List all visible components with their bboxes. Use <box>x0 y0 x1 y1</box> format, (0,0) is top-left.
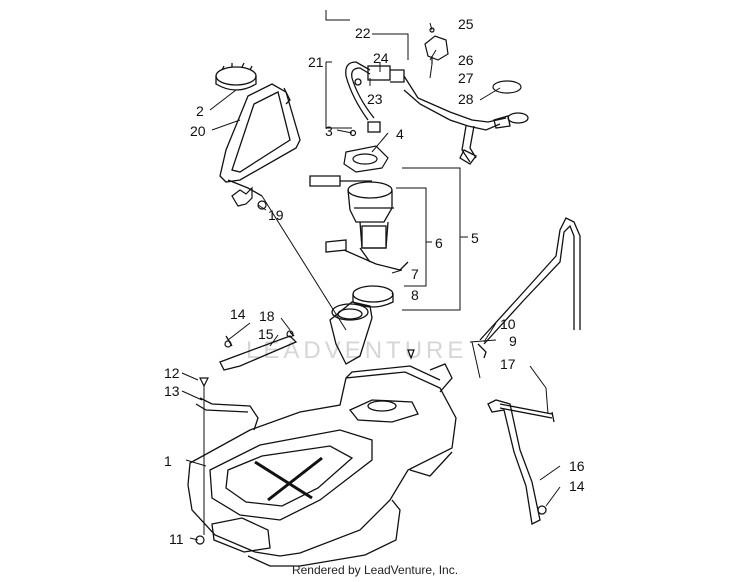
pump-seal-8 <box>352 285 394 308</box>
callout-22: 22 <box>355 25 371 41</box>
callout-1: 1 <box>164 453 172 469</box>
callout-23: 23 <box>367 91 383 107</box>
fuel-cap <box>215 62 257 91</box>
callout-27: 27 <box>458 70 474 86</box>
callout-numbers: 1 2 3 4 5 6 7 8 9 10 11 12 13 14 14 15 1… <box>164 16 585 547</box>
callout-12: 12 <box>164 365 180 381</box>
fuel-tank <box>187 363 457 567</box>
tank-strap-right <box>487 399 555 525</box>
callout-2: 2 <box>196 103 204 119</box>
callout-5: 5 <box>471 230 479 246</box>
callout-8: 8 <box>411 287 419 303</box>
vent-line <box>477 217 581 359</box>
callout-17: 17 <box>500 356 516 372</box>
pump-gasket-4 <box>343 145 389 173</box>
callout-28: 28 <box>458 91 474 107</box>
callout-26: 26 <box>458 52 474 68</box>
callout-24: 24 <box>373 50 389 66</box>
callout-9: 9 <box>509 333 517 349</box>
callout-18: 18 <box>259 308 275 324</box>
watermark: LEADVENTURE <box>246 337 467 364</box>
callout-4: 4 <box>396 126 404 142</box>
filler-guard <box>219 83 301 197</box>
callout-7: 7 <box>411 266 419 282</box>
fuel-hose <box>345 61 529 165</box>
callout-14-upper: 14 <box>230 306 246 322</box>
callout-11: 11 <box>169 531 184 547</box>
callout-21: 21 <box>308 54 324 70</box>
footer-credit: Rendered by LeadVenture, Inc. <box>291 563 459 577</box>
leader-lines <box>181 10 561 541</box>
callout-25: 25 <box>458 16 474 32</box>
callout-19: 19 <box>268 207 284 223</box>
leader-19-neck <box>261 195 347 331</box>
clip-19 <box>231 186 267 210</box>
callout-16: 16 <box>569 458 585 474</box>
callout-14-lower: 14 <box>569 478 585 494</box>
callout-13: 13 <box>164 383 180 399</box>
callout-15: 15 <box>258 326 274 342</box>
fuel-pump <box>309 175 409 271</box>
tank-strap-left <box>195 397 259 431</box>
callout-20: 20 <box>190 123 206 139</box>
callout-10: 10 <box>500 316 516 332</box>
callout-3: 3 <box>325 123 333 139</box>
callout-6: 6 <box>435 235 443 251</box>
connector-26 <box>424 27 449 64</box>
hose-clamp-28 <box>492 80 522 94</box>
